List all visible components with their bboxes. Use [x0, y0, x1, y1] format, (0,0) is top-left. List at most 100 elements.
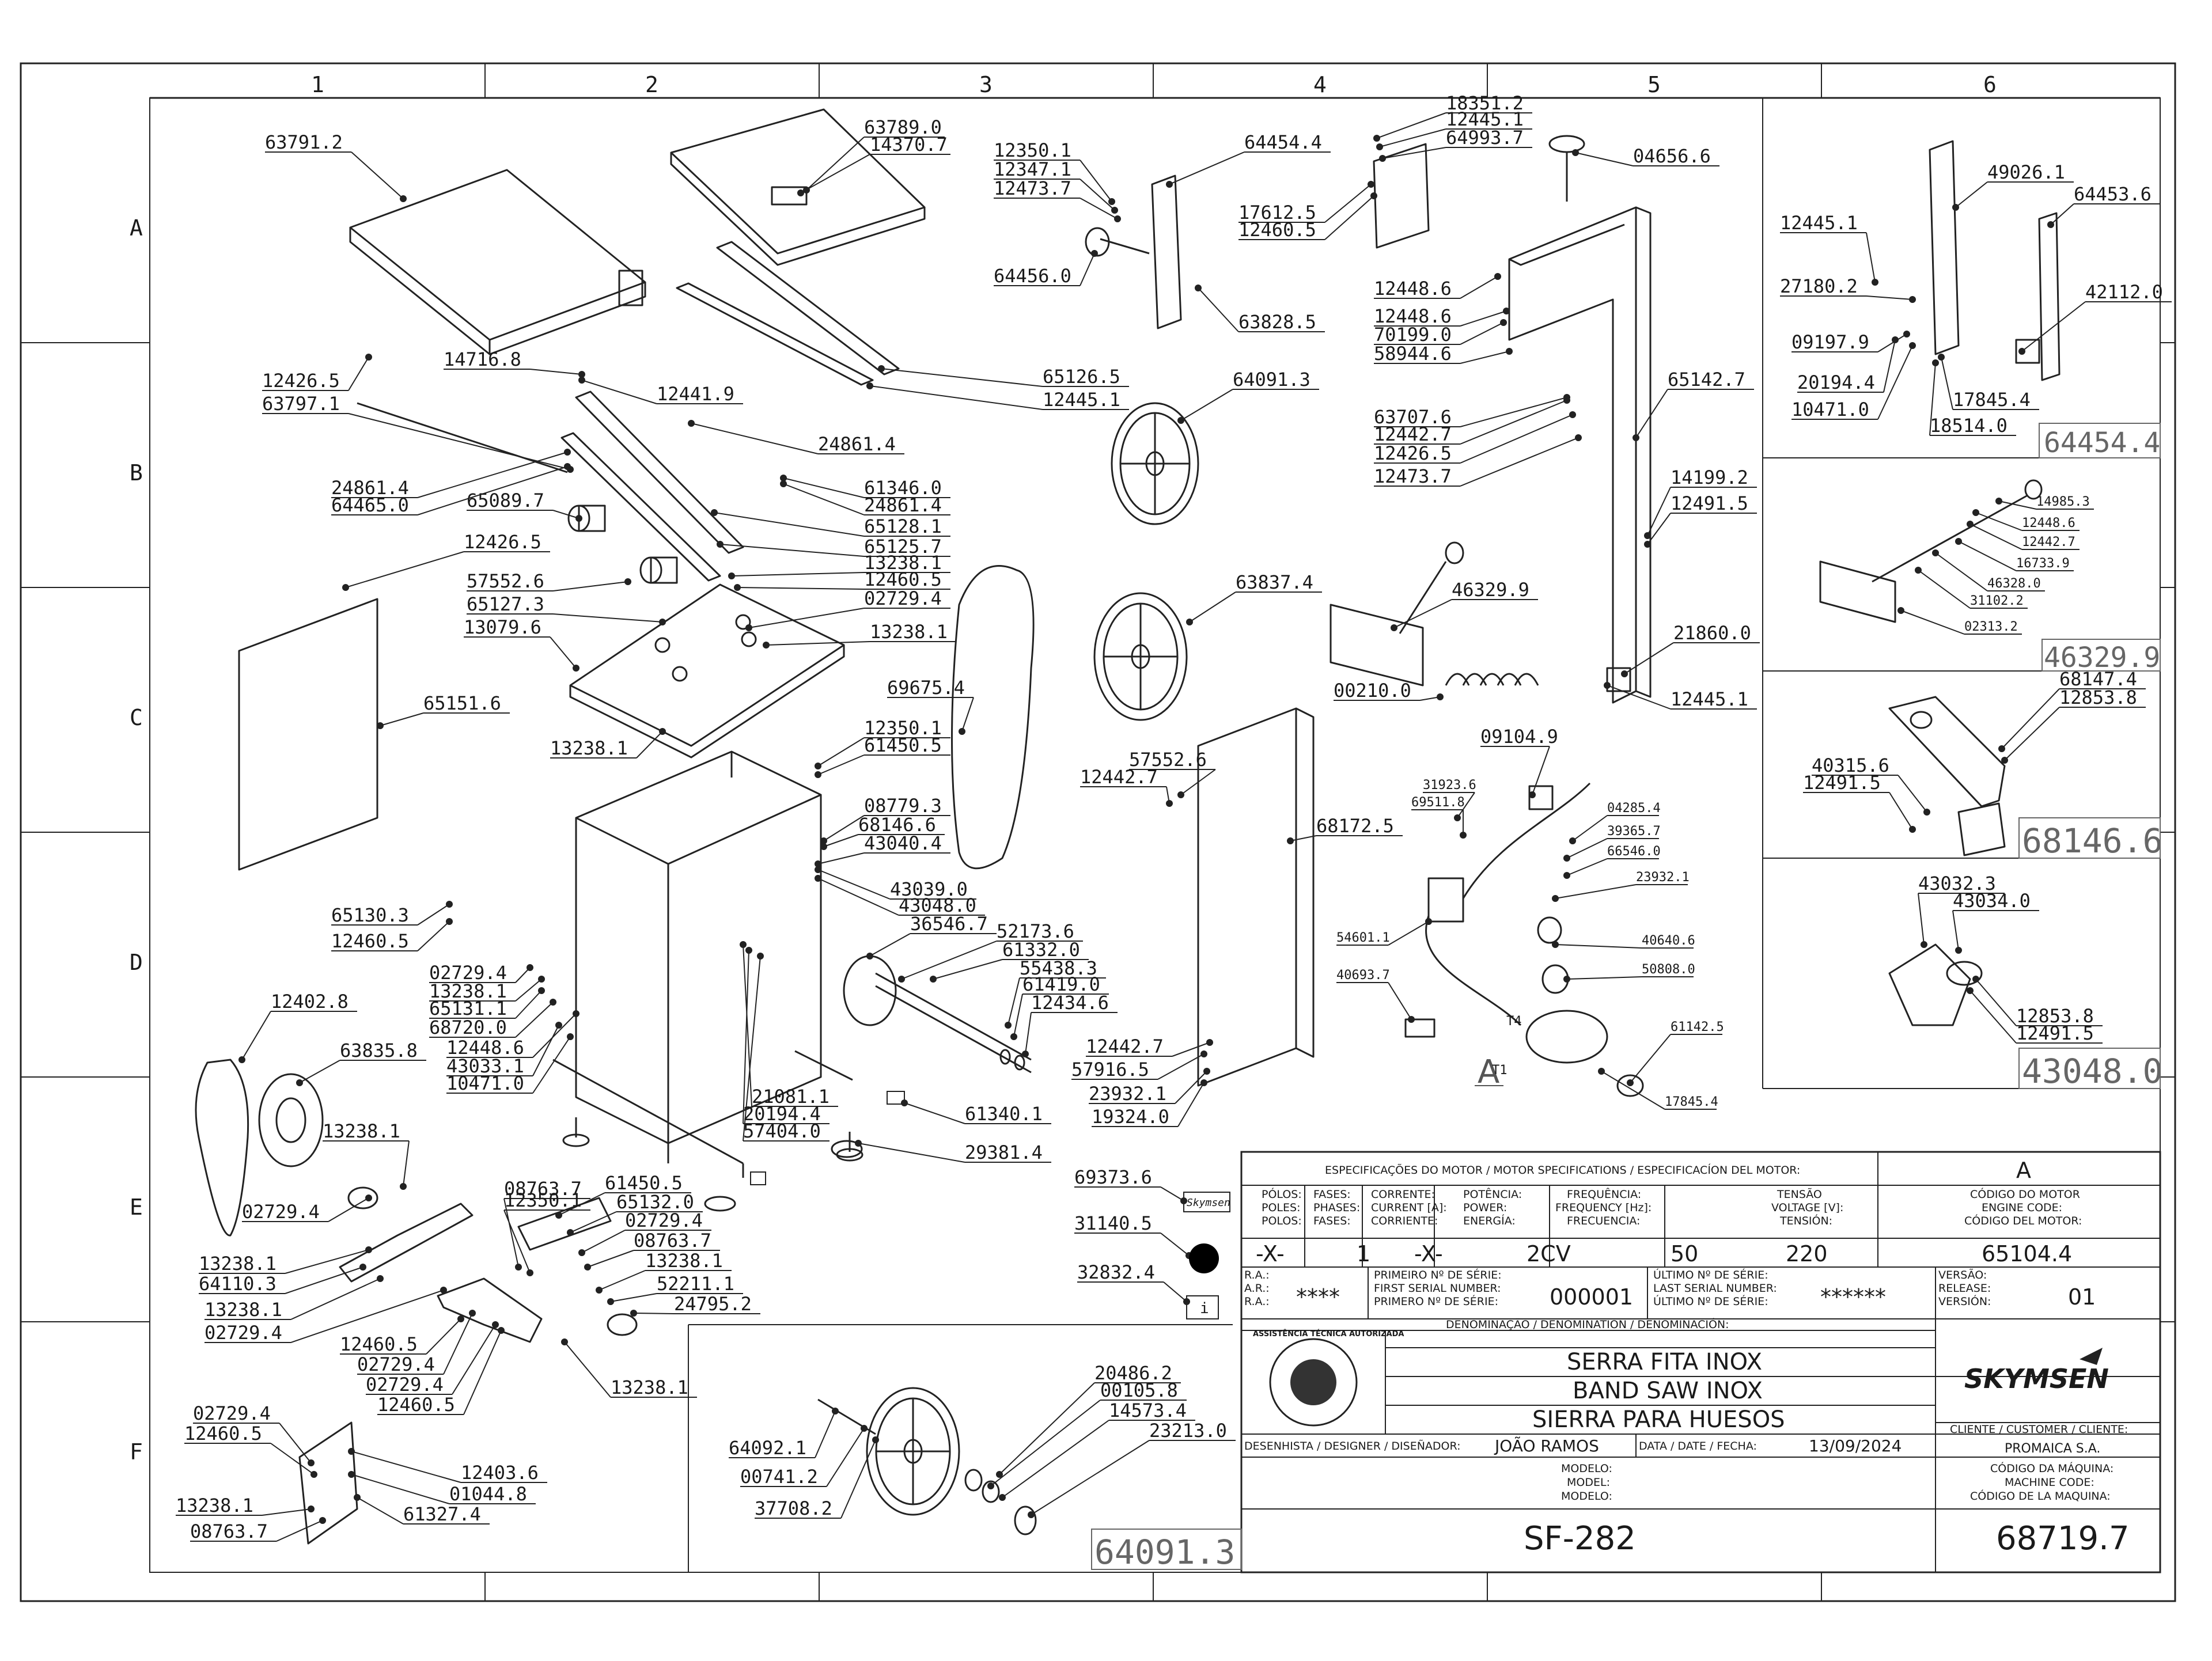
part-callout-c136: 32832.4: [1077, 1261, 1155, 1283]
callout-anchor-dot: [1563, 397, 1570, 404]
callout-anchor-dot: [1166, 800, 1173, 807]
callout-anchor-dot: [1909, 296, 1916, 303]
callout-anchor-dot: [630, 1310, 637, 1317]
callout-leader: [1157, 1053, 1205, 1080]
part-callout-c156: 12442.7: [2022, 535, 2075, 549]
part-callout-c054: 20194.4: [743, 1103, 821, 1125]
callout-leader: [1955, 181, 1988, 208]
callout-leader: [1080, 160, 1112, 202]
callout-anchor-dot: [1598, 1068, 1605, 1075]
part-callout-c032: 68146.6: [858, 814, 936, 836]
v-codigo-motor: 65104.4: [1982, 1241, 2072, 1266]
callout-leader: [1866, 295, 1913, 300]
part-callout-c165: 43032.3: [1918, 873, 1996, 894]
callout-leader: [1460, 400, 1567, 445]
part-callout-c017: 12426.5: [464, 531, 541, 553]
svg-text:POLES:: POLES:: [1262, 1201, 1300, 1214]
svg-text:TENSIÓN:: TENSIÓN:: [1779, 1213, 1832, 1227]
callout-labels: 63791.263789.014370.714716.812441.912426…: [176, 92, 2163, 1542]
callout-leader: [1189, 591, 1236, 623]
callout-anchor-dot: [1972, 509, 1979, 516]
detail-reference-boxes: 64454.4 46329.9 68146.6 43048.0 64091.3: [1091, 423, 2162, 1572]
part-callout-c097: 12448.6: [1374, 278, 1452, 299]
callout-anchor-dot: [1569, 411, 1576, 418]
svg-text:CÓDIGO DE LA MAQUINA:: CÓDIGO DE LA MAQUINA:: [1970, 1489, 2111, 1503]
callout-anchor-dot: [872, 1436, 879, 1443]
callout-anchor-dot: [1200, 1079, 1207, 1086]
callout-anchor-dot: [1909, 826, 1916, 833]
part-callout-c040: 61332.0: [1002, 939, 1080, 961]
grid-col-6: 6: [1983, 72, 1997, 97]
callout-anchor-dot: [1206, 1039, 1213, 1046]
drive-shaft: [843, 955, 1032, 1074]
callout-leader: [1460, 310, 1507, 327]
callout-anchor-dot: [527, 1269, 533, 1276]
callout-leader: [800, 154, 870, 194]
callout-leader: [270, 1443, 315, 1475]
svg-text:PÓLOS:: PÓLOS:: [1262, 1187, 1302, 1201]
part-callout-c117: 09104.9: [1480, 726, 1558, 748]
detail-46329: [1819, 479, 2043, 623]
part-callout-c027: 13238.1: [550, 737, 628, 759]
part-callout-c095: 17612.5: [1238, 202, 1316, 223]
callout-anchor-dot: [573, 665, 579, 672]
callout-leader: [581, 1230, 626, 1253]
callout-anchor-dot: [1575, 434, 1582, 441]
part-callout-c093: 64993.7: [1446, 127, 1524, 149]
callout-leader: [881, 368, 1043, 387]
callout-anchor-dot: [1967, 521, 1974, 528]
callout-leader: [1376, 112, 1446, 139]
part-callout-c107: 14199.2: [1671, 467, 1748, 488]
part-callout-c004: 14716.8: [444, 348, 521, 370]
callout-anchor-dot: [1915, 567, 1922, 574]
callout-anchor-dot: [354, 1494, 361, 1501]
callout-leader: [1918, 570, 1971, 609]
callout-leader: [1555, 944, 1642, 949]
callout-leader: [743, 955, 761, 1142]
callout-anchor-dot: [745, 624, 752, 631]
callout-anchor-dot: [1923, 809, 1930, 816]
detail-43048: [1888, 943, 1983, 1026]
part-callout-c091: 18351.2: [1446, 92, 1524, 114]
part-callout-c104: 12426.5: [1374, 442, 1452, 464]
part-callout-c141: 64092.1: [729, 1437, 806, 1459]
part-callout-c065: 12350.1: [504, 1189, 582, 1211]
part-callout-c106: 65142.7: [1668, 369, 1745, 390]
part-callout-c115: 12442.7: [1080, 766, 1158, 788]
callout-anchor-dot: [1460, 832, 1467, 839]
callout-leader: [552, 581, 628, 591]
callout-anchor-dot: [377, 1275, 384, 1282]
callout-leader: [817, 737, 865, 767]
part-callout-c134: 69373.6: [1074, 1166, 1152, 1188]
callout-anchor-dot: [446, 918, 453, 925]
cliente-value: PROMAICA S.A.: [2005, 1442, 2100, 1456]
callout-anchor-dot: [596, 1287, 603, 1294]
callout-anchor-dot: [1872, 279, 1878, 286]
svg-text:DATA / DATE / FECHA:: DATA / DATE / FECHA:: [1639, 1440, 1757, 1453]
part-callout-c037: 12460.5: [331, 930, 409, 952]
callout-anchor-dot: [578, 371, 585, 378]
callout-leader: [691, 423, 819, 454]
callout-anchor-dot: [578, 377, 585, 384]
callout-leader: [2004, 707, 2060, 761]
callout-leader: [452, 1324, 496, 1395]
callout-anchor-dot: [515, 1264, 522, 1271]
callout-anchor-dot: [400, 1183, 407, 1190]
callout-anchor-dot: [757, 953, 764, 960]
callout-anchor-dot: [1529, 791, 1536, 798]
callout-anchor-dot: [1195, 285, 1202, 291]
callout-leader: [1457, 792, 1475, 818]
detail-box-43048: 43048.0: [2022, 1052, 2162, 1091]
part-callout-c033: 43040.4: [864, 832, 942, 854]
callout-leader: [1935, 552, 1988, 591]
callout-anchor-dot: [538, 976, 545, 983]
callout-leader: [2050, 203, 2074, 225]
callout-anchor-dot: [659, 728, 666, 735]
callout-leader: [1607, 685, 1671, 710]
callout-leader: [357, 1497, 404, 1525]
callout-leader: [550, 636, 577, 669]
motor-spec-title: ESPECIFICAÇÕES DO MOTOR / MOTOR SPECIFIC…: [1325, 1163, 1800, 1177]
callout-anchor-dot: [1506, 348, 1513, 355]
callout-leader: [714, 512, 865, 537]
part-callout-c094: 04656.6: [1633, 145, 1711, 167]
